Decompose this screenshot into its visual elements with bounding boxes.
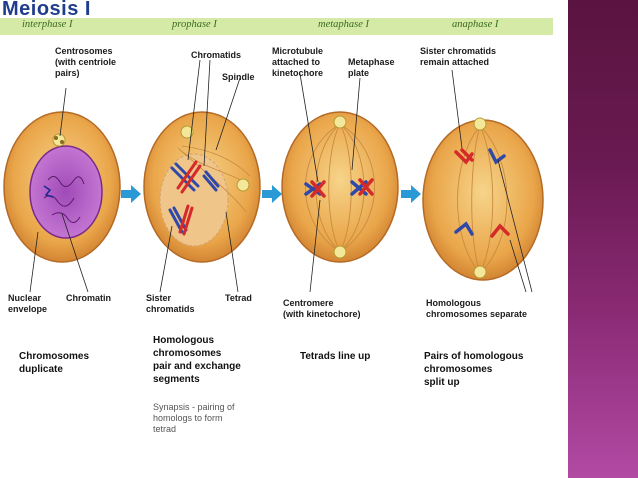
centrosome-icon: [236, 178, 250, 192]
centrosome-icon: [333, 245, 347, 259]
phase-label-prophase: prophase I: [172, 19, 217, 30]
label-sister-chromatids: Sister chromatids: [146, 293, 195, 314]
label-centromere: Centromere (with kinetochore): [283, 298, 361, 319]
label-homologous-separate: Homologous chromosomes separate: [426, 298, 528, 319]
centrosome-icon: [333, 115, 347, 129]
arrow-icon: [262, 185, 282, 203]
phase-label-metaphase: metaphase I: [318, 19, 370, 30]
spindle-fibers: [457, 125, 508, 275]
centrosome-icon: [473, 265, 487, 279]
label-chromatin: Chromatin: [66, 293, 111, 303]
nucleus: [29, 145, 103, 239]
caption-anaphase: Pairs of homologous chromosomes split up: [424, 351, 524, 388]
label-microtubule: Microtubule attached to kinetochore: [272, 46, 324, 78]
phase-label-anaphase: anaphase I: [452, 19, 499, 30]
leader-lines: [29, 59, 533, 293]
arrow-icon: [121, 185, 141, 203]
cell-interphase: [3, 111, 121, 263]
label-spindle: Spindle: [222, 72, 255, 82]
decorative-side-bar: [568, 0, 638, 478]
label-metaphase-plate: Metaphase plate: [348, 57, 395, 78]
phase-label-interphase: interphase I: [22, 19, 73, 30]
centrosome-icon: [52, 133, 66, 147]
label-tetrad: Tetrad: [225, 293, 252, 303]
centrosome-icon: [180, 125, 194, 139]
label-nuclear-envelope: Nuclear envelope: [8, 293, 48, 314]
cell-diagram: [3, 59, 544, 293]
caption-prophase: Homologous chromosomes pair and exchange…: [153, 335, 241, 385]
arrow-icon: [401, 185, 421, 203]
caption-metaphase: Tetrads line up: [300, 351, 371, 362]
caption-interphase: Chromosomes duplicate: [19, 351, 90, 375]
cell-anaphase: [422, 117, 544, 281]
synapsis-note: Synapsis - pairing of homologs to form t…: [153, 402, 235, 434]
meiosis-figure: Meiosis I interphase I prophase I metaph…: [0, 0, 553, 434]
cell-prophase: [143, 111, 261, 263]
centrosome-icon: [473, 117, 487, 131]
label-centrosomes: Centrosomes (with centriole pairs): [55, 46, 117, 78]
figure-title: Meiosis I: [2, 0, 91, 20]
cell-metaphase: [281, 111, 399, 263]
label-chromatids: Chromatids: [191, 50, 242, 60]
label-sister-attached: Sister chromatids remain attached: [420, 46, 497, 67]
phase-header-bar: [0, 18, 553, 35]
